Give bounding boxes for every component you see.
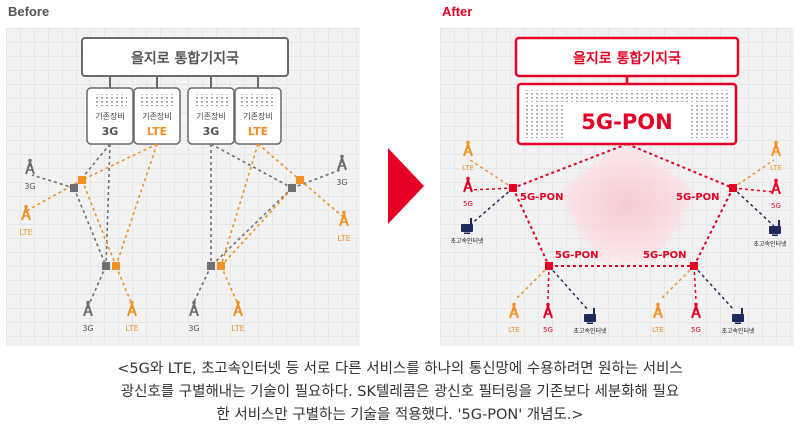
caption-line: 한 서비스만 구별하는 기술을 적용했다. '5G-PON' 개념도.> xyxy=(216,407,584,423)
tower-icon xyxy=(337,153,347,171)
equipment-tech: 3G xyxy=(102,125,119,138)
before-split-nodes xyxy=(70,176,304,270)
endpoint-label: 초고속인터넷 xyxy=(573,327,607,335)
monitor-icon xyxy=(461,218,473,234)
tower-icon xyxy=(189,299,199,317)
tower-icon xyxy=(771,177,781,195)
tower-icon xyxy=(233,299,243,317)
endpoint-label: 5G xyxy=(463,200,473,208)
before-equipment-4: 기존장비 LTE xyxy=(234,87,282,145)
monitor-icon xyxy=(732,308,744,324)
equipment-label: 기존장비 xyxy=(243,111,272,121)
tower-label: LTE xyxy=(337,234,350,243)
monitor-icon xyxy=(584,308,596,324)
tower-icon xyxy=(21,203,31,221)
tower-icon xyxy=(127,299,137,317)
before-lte-links xyxy=(27,143,343,303)
pon-node xyxy=(545,262,553,270)
before-equipment-1: 기존장비 3G xyxy=(86,87,134,145)
tower-icon xyxy=(25,157,35,175)
pon-node-label: 5G-PON xyxy=(555,250,599,261)
after-title: After xyxy=(442,4,473,19)
endpoint-label: 초고속인터넷 xyxy=(721,327,755,335)
equipment-tech: LTE xyxy=(147,125,167,138)
before-3g-links xyxy=(31,143,341,303)
before-station-box xyxy=(81,37,289,77)
after-station-label: 을지로 통합기지국 xyxy=(573,50,681,67)
tower-label: 3G xyxy=(24,182,35,191)
tower-icon xyxy=(339,209,349,227)
equipment-label: 기존장비 xyxy=(95,111,124,121)
tower-icon xyxy=(653,301,663,319)
caption-line: 광신호를 구별해내는 기술이 필요하다. SK텔레콤은 광신호 필터링을 기존보… xyxy=(120,384,680,400)
tower-icon xyxy=(83,299,93,317)
after-links xyxy=(469,159,775,311)
pon-node xyxy=(509,184,517,192)
endpoint-label: LTE xyxy=(652,326,664,334)
tower-label: 3G xyxy=(188,324,199,333)
before-panel xyxy=(6,28,360,346)
pon-ring xyxy=(512,143,734,267)
tower-icon xyxy=(463,139,473,157)
equipment-tech: LTE xyxy=(248,125,268,138)
equipment-tech: 3G xyxy=(203,125,220,138)
endpoint-label: LTE xyxy=(508,326,520,334)
equipment-label: 기존장비 xyxy=(142,111,171,121)
endpoint-label: 5G xyxy=(543,326,553,334)
tower-icon xyxy=(771,139,781,157)
pon-node-label: 5G-PON xyxy=(676,192,720,203)
endpoint-label: 5G xyxy=(771,202,781,210)
endpoint-label: LTE xyxy=(462,164,474,172)
figure-caption: <5G와 LTE, 초고속인터넷 등 서로 다른 서비스를 하나의 통신망에 수… xyxy=(20,358,780,427)
transition-arrow-icon xyxy=(388,148,424,224)
after-equipment-box: 5G-PON xyxy=(516,82,738,146)
tower-icon xyxy=(463,175,473,193)
endpoint-label: 초고속인터넷 xyxy=(753,240,787,248)
tower-label: 3G xyxy=(336,178,347,187)
after-equipment-label: 5G-PON xyxy=(581,110,672,134)
before-station-label: 을지로 통합기지국 xyxy=(131,50,239,67)
signal-glow xyxy=(557,140,697,262)
endpoint-label: LTE xyxy=(770,164,782,172)
before-title: Before xyxy=(8,4,50,19)
pon-node xyxy=(690,262,698,270)
endpoint-label: 초고속인터넷 xyxy=(450,237,484,245)
equipment-label: 기존장비 xyxy=(196,111,225,121)
tower-label: 3G xyxy=(82,324,93,333)
tower-icon xyxy=(691,301,701,319)
before-equipment-3: 기존장비 3G xyxy=(187,87,235,145)
tower-label: LTE xyxy=(19,228,32,237)
endpoint-label: 5G xyxy=(691,326,701,334)
pon-node xyxy=(729,184,737,192)
before-equipment-2: 기존장비 LTE xyxy=(133,87,181,145)
caption-line: <5G와 LTE, 초고속인터넷 등 서로 다른 서비스를 하나의 통신망에 수… xyxy=(117,361,683,377)
monitor-icon xyxy=(769,220,781,236)
tower-icon xyxy=(509,301,519,319)
pon-node-label: 5G-PON xyxy=(643,250,687,261)
tower-label: LTE xyxy=(125,324,138,333)
pon-node-label: 5G-PON xyxy=(520,192,564,203)
tower-icon xyxy=(543,301,553,319)
tower-label: LTE xyxy=(231,324,244,333)
